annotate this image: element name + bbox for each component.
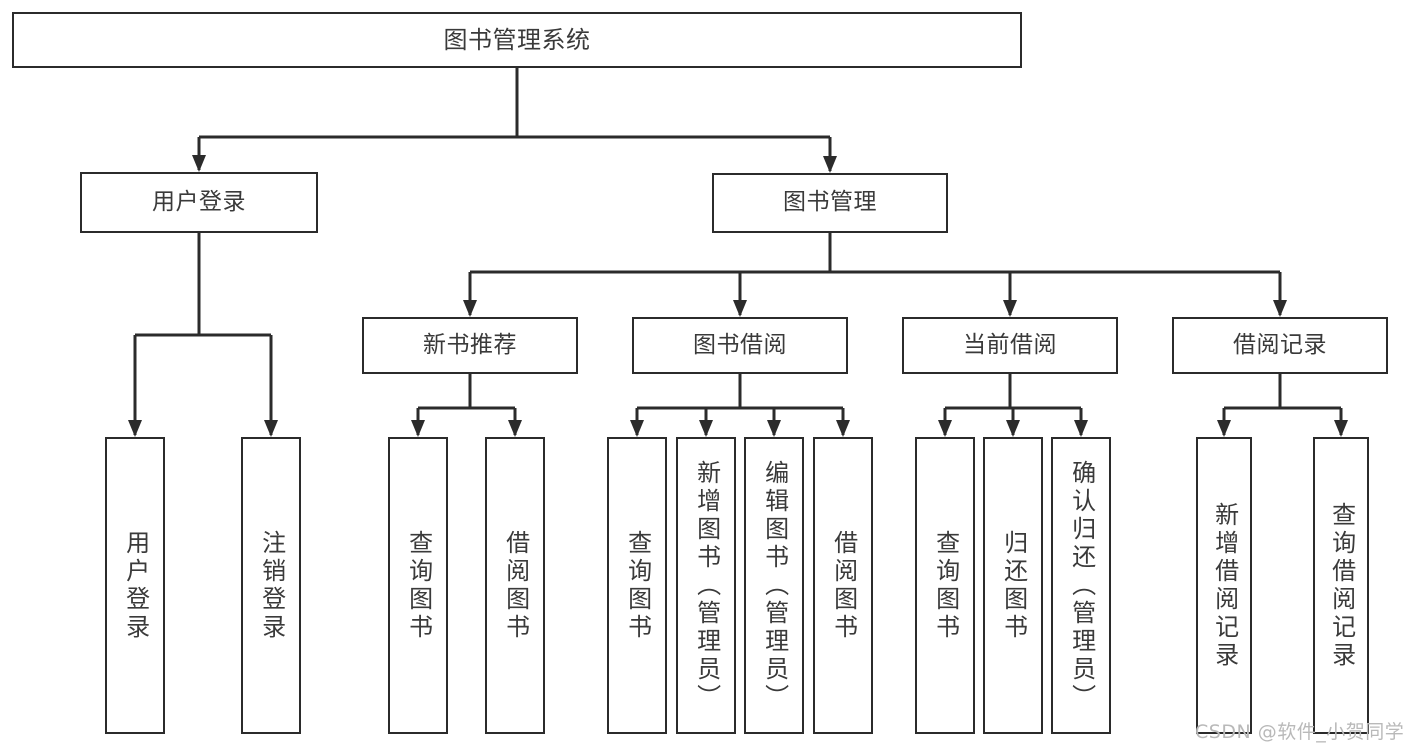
node-label: 查询借阅记录	[1327, 501, 1356, 670]
node-label: 新增图书（管理员）	[692, 459, 721, 712]
node-label: 用户登录	[152, 188, 246, 215]
node-label: 新书推荐	[423, 331, 517, 358]
arrow-head-leaf-cb-return	[1006, 420, 1020, 437]
node-label: 用户登录	[121, 529, 150, 642]
node-root[interactable]: 图书管理系统	[12, 12, 1022, 68]
arrow-head-user-login	[192, 155, 206, 172]
node-label: 借阅记录	[1233, 331, 1327, 358]
node-label: 确认归还（管理员）	[1067, 459, 1096, 712]
arrow-head-borrow-record	[1273, 300, 1287, 317]
node-leaf-bb-borrow[interactable]: 借阅图书	[813, 437, 873, 734]
node-leaf-nbr-borrow[interactable]: 借阅图书	[485, 437, 545, 734]
node-label: 图书管理系统	[443, 25, 591, 54]
arrow-head-leaf-nbr-query	[411, 420, 425, 437]
node-label: 借阅图书	[829, 529, 858, 642]
node-user-login[interactable]: 用户登录	[80, 172, 318, 233]
node-leaf-bb-add[interactable]: 新增图书（管理员）	[676, 437, 736, 734]
node-current-borrow[interactable]: 当前借阅	[902, 317, 1118, 374]
node-label: 当前借阅	[963, 331, 1057, 358]
node-leaf-br-query[interactable]: 查询借阅记录	[1313, 437, 1369, 734]
node-leaf-nbr-query[interactable]: 查询图书	[388, 437, 448, 734]
node-leaf-cb-confirm[interactable]: 确认归还（管理员）	[1051, 437, 1111, 734]
node-borrow-record[interactable]: 借阅记录	[1172, 317, 1388, 374]
node-label: 图书借阅	[693, 331, 787, 358]
node-label: 编辑图书（管理员）	[760, 459, 789, 712]
node-leaf-user-login[interactable]: 用户登录	[105, 437, 165, 734]
arrow-head-leaf-nbr-borrow	[508, 420, 522, 437]
node-label: 查询图书	[404, 529, 433, 642]
node-leaf-cb-query[interactable]: 查询图书	[915, 437, 975, 734]
arrow-head-current-borrow	[1003, 300, 1017, 317]
arrow-head-leaf-user-logout	[264, 420, 278, 437]
node-label: 查询图书	[931, 529, 960, 642]
arrow-head-leaf-bb-query	[630, 420, 644, 437]
watermark: CSDN @软件_小贺同学	[1195, 721, 1405, 743]
node-leaf-user-logout[interactable]: 注销登录	[241, 437, 301, 734]
node-label: 新增借阅记录	[1210, 501, 1239, 670]
node-new-book-rec[interactable]: 新书推荐	[362, 317, 578, 374]
node-leaf-bb-query[interactable]: 查询图书	[607, 437, 667, 734]
arrow-head-book-borrow	[733, 300, 747, 317]
node-leaf-br-add[interactable]: 新增借阅记录	[1196, 437, 1252, 734]
arrow-head-leaf-cb-confirm	[1074, 420, 1088, 437]
node-label: 归还图书	[999, 529, 1028, 642]
node-label: 查询图书	[623, 529, 652, 642]
node-label: 图书管理	[783, 189, 877, 216]
arrow-head-leaf-bb-edit	[767, 420, 781, 437]
node-leaf-bb-edit[interactable]: 编辑图书（管理员）	[744, 437, 804, 734]
arrow-head-leaf-user-login	[128, 420, 142, 437]
node-book-borrow[interactable]: 图书借阅	[632, 317, 848, 374]
node-label: 注销登录	[257, 529, 286, 642]
arrow-head-book-manage	[823, 156, 837, 173]
node-leaf-cb-return[interactable]: 归还图书	[983, 437, 1043, 734]
arrow-head-leaf-bb-borrow	[836, 420, 850, 437]
arrow-head-new-book-rec	[463, 300, 477, 317]
arrow-head-leaf-cb-query	[938, 420, 952, 437]
arrow-head-leaf-br-add	[1217, 420, 1231, 437]
arrow-head-leaf-bb-add	[699, 420, 713, 437]
arrow-head-leaf-br-query	[1334, 420, 1348, 437]
node-book-manage[interactable]: 图书管理	[712, 173, 948, 233]
node-label: 借阅图书	[501, 529, 530, 642]
